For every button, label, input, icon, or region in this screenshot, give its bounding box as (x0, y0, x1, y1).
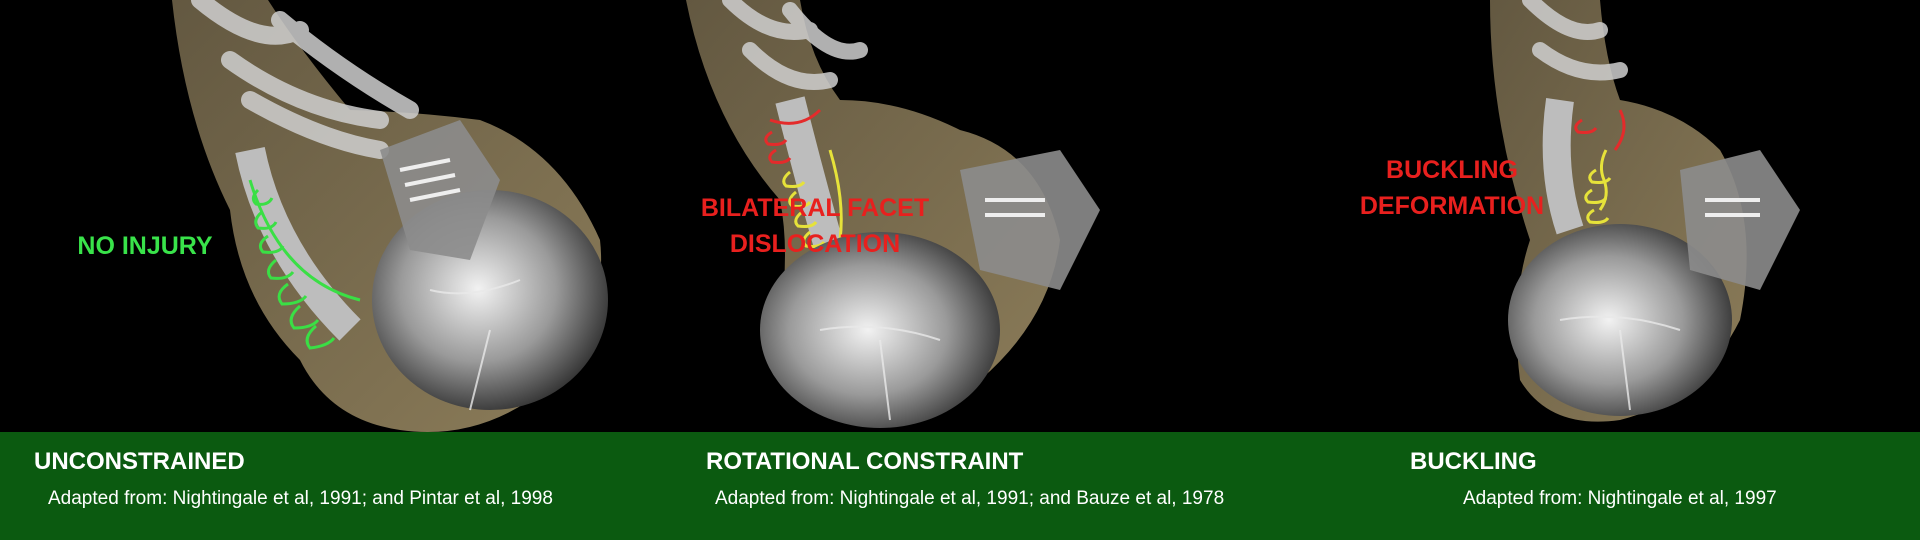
facet-outline-red (764, 108, 822, 164)
panel-unconstrained: NO INJURY (0, 0, 640, 432)
rib-cage (1522, 0, 1628, 81)
panel-buckling: BUCKLING DEFORMATION (1320, 0, 1920, 432)
skull (1508, 224, 1732, 416)
face-bones (1680, 150, 1800, 290)
facet-outline-red (1574, 109, 1626, 151)
face-bones (380, 120, 500, 260)
injury-label: NO INJURY (77, 232, 213, 260)
illustration-area: NO INJURY (0, 0, 1920, 432)
skull (760, 232, 1000, 428)
rib-cage (722, 0, 868, 90)
condition-title-buckling: BUCKLING (1410, 448, 1537, 475)
condition-title-rotational-constraint: ROTATIONAL CONSTRAINT (706, 448, 1024, 475)
injury-label: BUCKLING DEFORMATION (1359, 156, 1545, 220)
source-citation-buckling: Adapted from: Nightingale et al, 1997 (1463, 488, 1777, 509)
condition-title-unconstrained: UNCONSTRAINED (34, 448, 245, 475)
teeth (985, 198, 1045, 217)
rib-cage (191, 0, 419, 159)
teeth (1705, 198, 1760, 217)
face-bones (960, 150, 1100, 290)
cervical-spine (235, 146, 361, 341)
panel-rotational-constraint: BILATERAL FACET DISLOCATION (640, 0, 1320, 432)
cervical-spine (775, 96, 845, 255)
facet-outline-yellow (1584, 149, 1612, 224)
head-neck-skeleton-icon (1490, 0, 1800, 422)
head-neck-skeleton-icon (172, 0, 608, 432)
facet-outline-green (248, 179, 361, 350)
injury-label: BILATERAL FACET DISLOCATION (700, 194, 930, 258)
source-citation-unconstrained: Adapted from: Nightingale et al, 1991; a… (48, 488, 553, 509)
cervical-spine (1542, 98, 1584, 235)
head-neck-skeleton-icon (686, 0, 1100, 428)
teeth (399, 158, 461, 202)
condition-bar (0, 432, 1920, 540)
source-citation-rotational-constraint: Adapted from: Nightingale et al, 1991; a… (715, 488, 1225, 509)
